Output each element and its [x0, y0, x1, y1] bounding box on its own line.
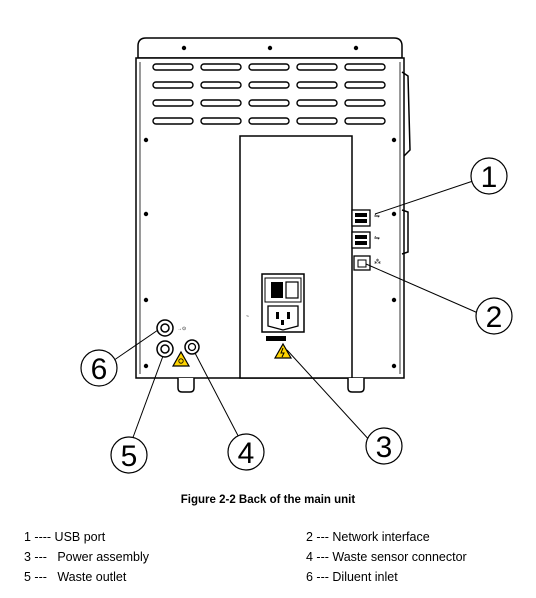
vent-slot: [248, 99, 290, 107]
callout-number: 5: [121, 440, 138, 473]
screw: [391, 297, 397, 303]
svg-text:→⊙: →⊙: [177, 326, 186, 332]
electrical-warning-icon: [273, 342, 293, 359]
vent-slot: [152, 99, 194, 107]
legend-item-1: 1 ---- USB port: [24, 530, 106, 544]
legend-item-5: 5 --- Waste outlet: [24, 570, 127, 584]
main-unit-back-diagram: ~ ⇋ ⇋ ⁂ →⊙: [80, 37, 513, 474]
callout-1: 1: [470, 157, 508, 195]
callout-5: 5: [110, 436, 148, 474]
vent-slot: [152, 81, 194, 89]
svg-text:~: ~: [246, 314, 249, 320]
vent-slot: [152, 117, 194, 125]
vent-slot: [296, 81, 338, 89]
vent-slot: [200, 117, 242, 125]
legend-item-3: 3 --- Power assembly: [24, 550, 150, 564]
screw: [143, 363, 149, 369]
screw: [391, 211, 397, 217]
vent-slot: [344, 81, 386, 89]
screw: [391, 137, 397, 143]
callout-4: 4: [227, 433, 265, 471]
callout-2: 2: [475, 297, 513, 335]
vent-slot: [200, 81, 242, 89]
legend-item-2: 2 --- Network interface: [306, 530, 430, 544]
vent-slot: [296, 117, 338, 125]
screw: [143, 211, 149, 217]
vent-slot: [344, 63, 386, 71]
callout-number: 2: [486, 301, 503, 334]
vent-slot: [296, 99, 338, 107]
screw: [143, 297, 149, 303]
unit-feet: [177, 378, 365, 393]
biohazard-warning-icon: [171, 350, 191, 367]
vent-slot: [248, 81, 290, 89]
vent-slot: [200, 63, 242, 71]
legend-item-6: 6 --- Diluent inlet: [306, 570, 398, 584]
vent-slot: [344, 99, 386, 107]
svg-text:⇋: ⇋: [374, 235, 380, 242]
side-handle: [401, 71, 411, 157]
vent-slot: [344, 117, 386, 125]
legend-item-4: 4 --- Waste sensor connector: [306, 550, 467, 564]
rear-access-panel: [239, 135, 353, 379]
diluent-inlet-port: →⊙: [156, 319, 186, 337]
screw: [391, 363, 397, 369]
figure-caption: Figure 2-2 Back of the main unit: [180, 494, 356, 506]
svg-text:⁂: ⁂: [374, 258, 381, 266]
usb-ports: ⇋ ⇋: [351, 209, 380, 249]
callout-number: 6: [91, 353, 108, 386]
screw: [181, 45, 187, 51]
callout-3: 3: [365, 427, 403, 465]
svg-text:⇋: ⇋: [374, 213, 380, 220]
waste-outlet-port: [156, 340, 174, 358]
callout-number: 4: [238, 437, 255, 470]
power-assembly: ~: [246, 273, 305, 341]
vent-slot: [248, 63, 290, 71]
waste-sensor-connector: [184, 339, 200, 355]
vent-slot: [200, 99, 242, 107]
callout-6: 6: [80, 349, 118, 387]
screw: [143, 137, 149, 143]
vent-slot: [248, 117, 290, 125]
ventilation-slots: [152, 63, 386, 125]
screw: [267, 45, 273, 51]
network-port: ⁂: [353, 255, 381, 271]
screw: [353, 45, 359, 51]
callout-number: 1: [481, 161, 498, 194]
vent-slot: [152, 63, 194, 71]
callout-number: 3: [376, 431, 393, 464]
vent-slot: [296, 63, 338, 71]
